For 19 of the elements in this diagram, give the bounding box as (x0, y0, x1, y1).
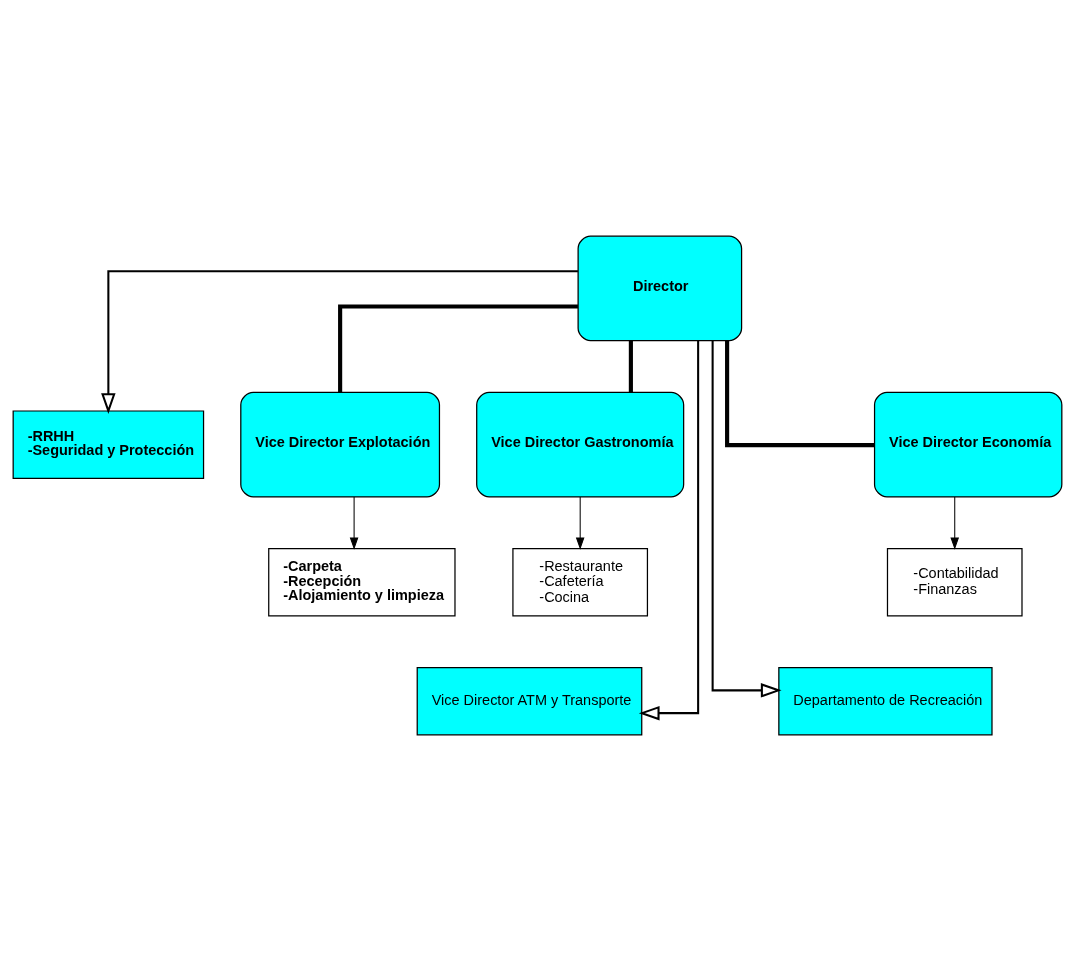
connector (725, 340, 875, 447)
node-box: Vice Director Gastronomía (476, 391, 685, 497)
node-box: -RRHH -Seguridad y Protección (12, 409, 205, 479)
node-box: -Restaurante -Cafetería -Cocina (512, 547, 649, 616)
connector (628, 340, 633, 392)
arrow (711, 340, 782, 698)
node-box: -Carpeta -Recepción -Alojamiento y limpieza (268, 547, 456, 616)
node-box: Departamento de Recreación (778, 666, 993, 735)
node-box: Vice Director Explotación (240, 391, 441, 497)
node-box: Vice Director ATM y Transporte (416, 666, 643, 735)
node-box: Vice Director Economía (873, 391, 1063, 497)
arrow (101, 269, 578, 414)
arrow (575, 496, 585, 550)
arrow (950, 496, 960, 550)
arrow (638, 340, 700, 720)
arrow (349, 496, 359, 550)
node-box: Director (577, 235, 743, 341)
node-box: -Contabilidad -Finanzas (886, 547, 1023, 616)
connector (338, 303, 578, 392)
